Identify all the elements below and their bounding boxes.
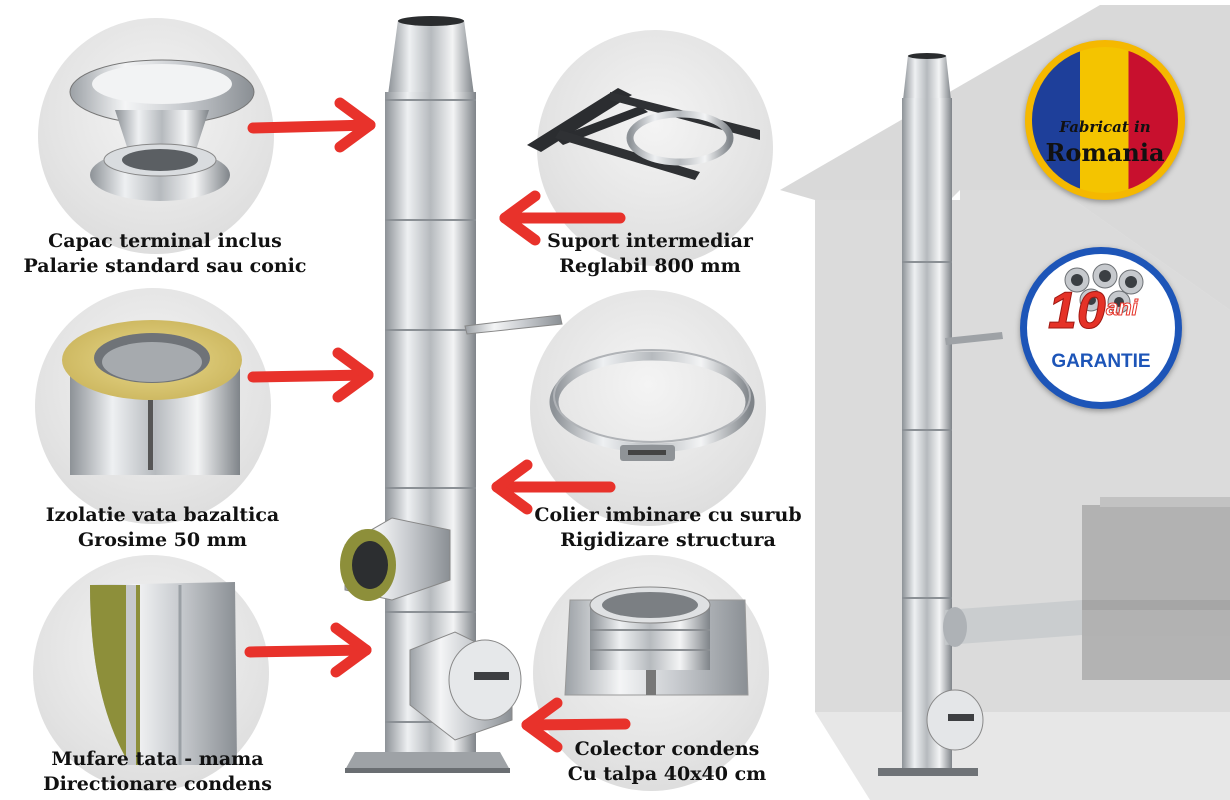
caption-clamp-line1: Colier imbinare cu surub [534, 504, 802, 526]
collector-image [564, 586, 749, 696]
caption-support: Suport intermediar Reglabil 800 mm [505, 229, 795, 279]
arrow-cap [247, 97, 376, 153]
insulation-image [62, 320, 242, 475]
caption-collector: Colector condens Cu talpa 40x40 cm [522, 737, 812, 787]
main-chimney-image [340, 16, 563, 773]
joint-image [90, 582, 237, 765]
caption-support-line1: Suport intermediar [547, 230, 753, 252]
arrow-clamp [491, 459, 616, 515]
pipes-icon [1064, 263, 1144, 314]
badge-origin-line1: Fabricat in [1059, 118, 1151, 136]
caption-joint-line1: Mufare tata - mama [51, 748, 264, 770]
clamp-image [549, 349, 755, 461]
badge-origin-line2: Romania [1045, 138, 1165, 167]
caption-joint: Mufare tata - mama Directionare condens [10, 747, 305, 797]
caption-insulation-line2: Grosime 50 mm [78, 529, 247, 551]
romania-flag-graphic [1032, 47, 1178, 193]
caption-insulation-line1: Izolatie vata bazaltica [45, 504, 280, 526]
caption-joint-line2: Directionare condens [43, 773, 272, 795]
warranty-label: GARANTIE [1051, 351, 1151, 372]
warranty-badge-inner [1027, 254, 1175, 402]
caption-cap-line1: Capac terminal inclus [48, 230, 282, 252]
caption-clamp: Colier imbinare cu surub Rigidizare stru… [518, 503, 818, 553]
caption-clamp-line2: Rigidizare structura [560, 529, 776, 551]
cap-terminal-image [69, 59, 255, 201]
caption-cap: Capac terminal inclus Palarie standard s… [20, 229, 310, 279]
caption-collector-line2: Cu talpa 40x40 cm [567, 763, 767, 785]
caption-insulation: Izolatie vata bazaltica Grosime 50 mm [15, 503, 310, 553]
feature-bubble-support [537, 30, 773, 266]
warranty-number: 10 [1048, 282, 1107, 340]
made-in-romania-badge: Fabricat in Romania [1025, 40, 1185, 200]
arrow-joint [244, 622, 372, 678]
installed-chimney-image [878, 53, 1082, 776]
arrow-support [499, 190, 626, 246]
warranty-unit: ani [1106, 295, 1139, 321]
caption-support-line2: Reglabil 800 mm [559, 255, 741, 277]
arrow-insulation [247, 347, 374, 403]
caption-cap-line2: Palarie standard sau conic [23, 255, 307, 277]
arrow-collector [521, 697, 631, 753]
stove-shape [1082, 497, 1230, 680]
warranty-badge: 10 ani GARANTIE [1020, 247, 1182, 409]
support-bracket-image [527, 88, 760, 180]
caption-collector-line1: Colector condens [574, 738, 760, 760]
